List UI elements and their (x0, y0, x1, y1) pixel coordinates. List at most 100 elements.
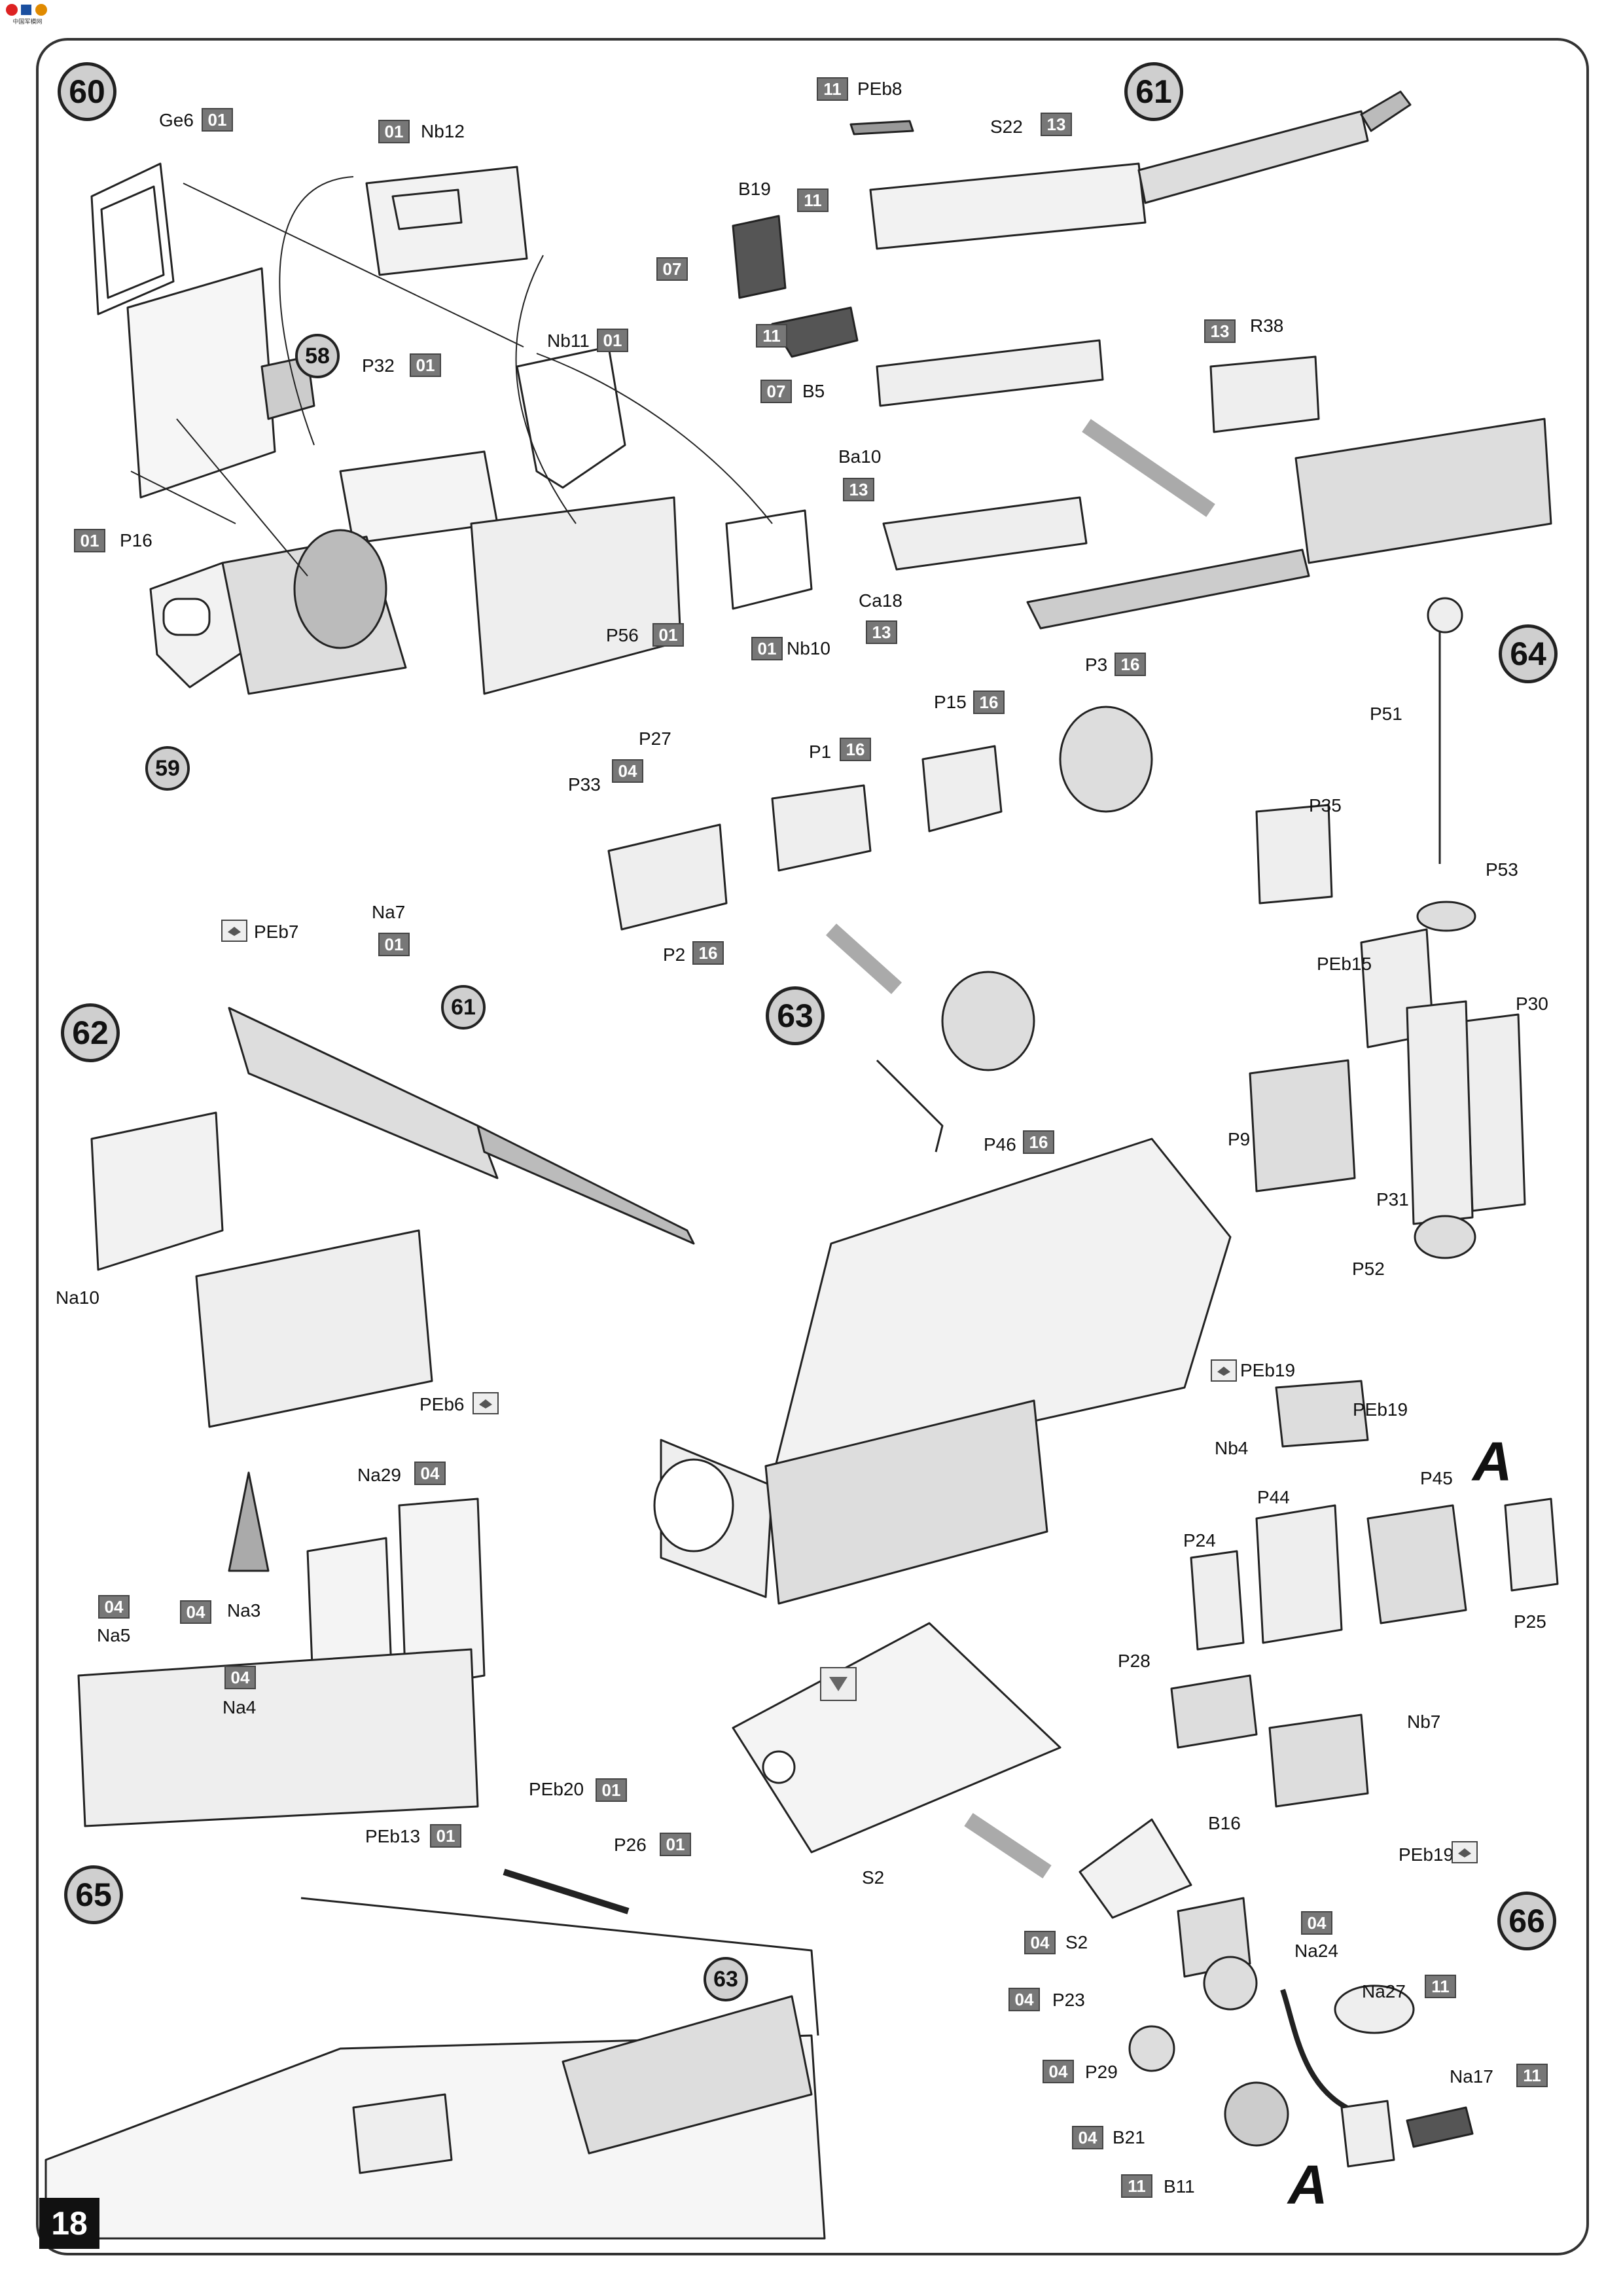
part-label: R38 (1250, 315, 1284, 336)
sprue-tag: 04 (612, 759, 643, 783)
part-label: P30 (1516, 994, 1548, 1014)
part-label: Na5 (97, 1625, 131, 1645)
sprue-tag: 01 (378, 120, 410, 143)
sprue-tag: 01 (430, 1824, 461, 1848)
part-label: P46 (984, 1134, 1016, 1155)
step-62-drawing (77, 1007, 695, 1827)
part-label: P44 (1257, 1487, 1290, 1507)
part-label: P27 (639, 728, 671, 749)
sprue-tag: 01 (660, 1833, 691, 1856)
part-label: PEb19 (1399, 1844, 1454, 1865)
part-label: Ca18 (859, 590, 902, 611)
sprue-tag: 04 (1043, 2060, 1074, 2083)
sprue-tag: 01 (378, 933, 410, 956)
sprue-tag: 16 (1023, 1130, 1054, 1154)
part-label: Na29 (357, 1465, 401, 1485)
part-label: P16 (120, 530, 152, 550)
sprue-tag: 04 (98, 1595, 130, 1619)
part-label: B21 (1113, 2127, 1145, 2147)
sprue-tag: 01 (74, 529, 105, 552)
assembly-marker-a: A (1288, 2154, 1328, 2215)
sprue-tag: 13 (866, 620, 897, 644)
sprue-tag: 01 (652, 623, 684, 647)
page-number: 18 (39, 2198, 99, 2249)
part-label: B16 (1208, 1813, 1241, 1833)
sprue-tag: 04 (1072, 2126, 1103, 2149)
sprue-tag: 04 (224, 1666, 256, 1689)
sprue-tag: 07 (656, 257, 688, 281)
part-label: S2 (862, 1867, 885, 1888)
photo-etch-icon (1211, 1359, 1237, 1382)
part-label: PEb15 (1317, 954, 1372, 974)
sprue-tag: 01 (410, 353, 441, 377)
sprue-tag: 16 (1115, 653, 1146, 676)
part-label: P33 (568, 774, 601, 795)
part-label: Na10 (56, 1287, 99, 1308)
photo-etch-icon (1452, 1841, 1478, 1863)
part-label: P35 (1309, 795, 1342, 816)
sprue-tag: 16 (840, 738, 871, 761)
step-64-drawing (1170, 597, 1559, 1808)
sprue-tag: 13 (843, 478, 874, 501)
step-61-drawing (732, 90, 1552, 630)
step-63-drawing (607, 706, 1232, 1605)
sprue-v-icon (820, 1667, 857, 1701)
part-label: PEb20 (529, 1779, 584, 1799)
step-66-drawing (732, 1622, 1474, 2168)
part-label: Na3 (227, 1600, 261, 1621)
sprue-tag: 11 (797, 188, 829, 212)
step-65-drawing (45, 1869, 826, 2240)
sprue-tag: 13 (1204, 319, 1236, 343)
part-label: P2 (663, 944, 686, 965)
part-label: PEb13 (365, 1826, 421, 1846)
part-label: B19 (738, 179, 771, 199)
sprue-tag: 01 (596, 1778, 627, 1802)
sprue-tag: 01 (597, 329, 628, 352)
part-label: B11 (1164, 2176, 1195, 2197)
part-label: P31 (1376, 1189, 1409, 1210)
part-label: S2 (1065, 1932, 1088, 1952)
part-label: Na24 (1294, 1941, 1338, 1961)
part-label: PEb7 (254, 922, 299, 942)
sprue-tag: 13 (1041, 113, 1072, 136)
sprue-tag: 11 (1425, 1975, 1456, 1998)
part-label: P28 (1118, 1651, 1150, 1671)
sprue-tag: 11 (756, 324, 787, 348)
part-label: Ge6 (159, 110, 194, 130)
part-label: Na27 (1362, 1981, 1406, 2001)
sprue-tag: 04 (1008, 1988, 1040, 2011)
part-label: Na4 (223, 1697, 257, 1717)
part-label: Ba10 (838, 446, 882, 467)
logo-caption: 中国军模网 (12, 18, 42, 25)
step-number-63: 63 (766, 986, 825, 1045)
part-label: P24 (1183, 1530, 1216, 1551)
part-label: P56 (606, 625, 639, 645)
part-label: Nb7 (1407, 1712, 1441, 1732)
step-number-61: 61 (1124, 62, 1183, 121)
part-label: P15 (934, 692, 967, 712)
part-label: P51 (1370, 704, 1402, 724)
step-number-64: 64 (1499, 624, 1558, 683)
part-label: P9 (1228, 1129, 1251, 1149)
sprue-tag: 01 (202, 108, 233, 132)
part-label: P3 (1085, 655, 1108, 675)
sprue-tag: 07 (760, 380, 792, 403)
step-60-drawing (90, 162, 813, 695)
sprue-tag: 16 (973, 691, 1005, 714)
part-label: P53 (1486, 859, 1518, 880)
part-label: Nb4 (1215, 1438, 1249, 1458)
sprue-tag: 04 (180, 1600, 211, 1624)
part-label: P23 (1052, 1990, 1085, 2010)
sprue-tag: 04 (414, 1462, 446, 1485)
sprue-tag: 04 (1301, 1911, 1332, 1935)
part-label: PEb6 (419, 1394, 465, 1414)
step-number-62: 62 (61, 1003, 120, 1062)
subassembly-ref-63: 63 (704, 1957, 748, 2001)
part-label: P45 (1420, 1468, 1453, 1488)
subassembly-ref-61: 61 (441, 985, 486, 1030)
part-label: P25 (1514, 1611, 1546, 1632)
sprue-tag: 04 (1024, 1931, 1056, 1954)
part-label: P26 (614, 1835, 647, 1855)
part-label: P32 (362, 355, 395, 376)
